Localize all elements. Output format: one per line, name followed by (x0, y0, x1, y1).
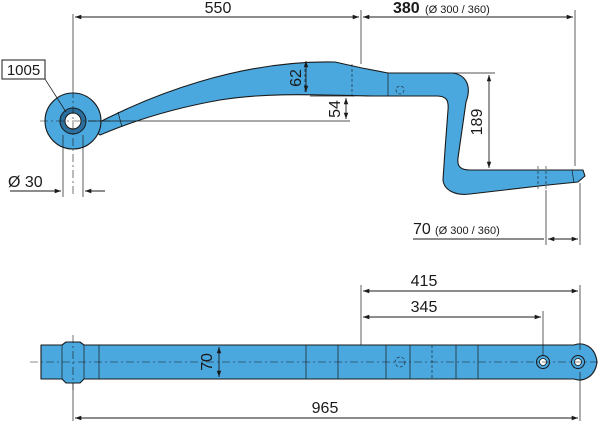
dim-70-offset-note: (Ø 300 / 360) (435, 225, 500, 237)
plan-view: 415 345 70 965 (30, 273, 598, 421)
dim-62: 62 (288, 69, 305, 87)
dim-380-note: (Ø 300 / 360) (425, 4, 490, 16)
dim-415: 415 (411, 273, 438, 290)
dim-70-width: 70 (199, 353, 216, 371)
reference-label: 1005 (7, 62, 40, 79)
dim-380: 380 (393, 0, 420, 17)
dim-965: 965 (312, 400, 339, 417)
dim-189: 189 (469, 109, 486, 136)
spring-body-plan (40, 341, 598, 384)
dim-eye-diameter: Ø 30 (8, 174, 43, 191)
reference-label-box (1, 59, 46, 80)
dim-550: 550 (205, 0, 232, 17)
dim-345: 345 (411, 299, 438, 316)
spring-body-side (89, 61, 586, 195)
dim-70-offset: 70 (413, 221, 431, 238)
side-view: 550 380 (Ø 300 / 360) 62 54 189 Ø 30 70 … (1, 0, 586, 245)
dim-54: 54 (327, 100, 344, 118)
